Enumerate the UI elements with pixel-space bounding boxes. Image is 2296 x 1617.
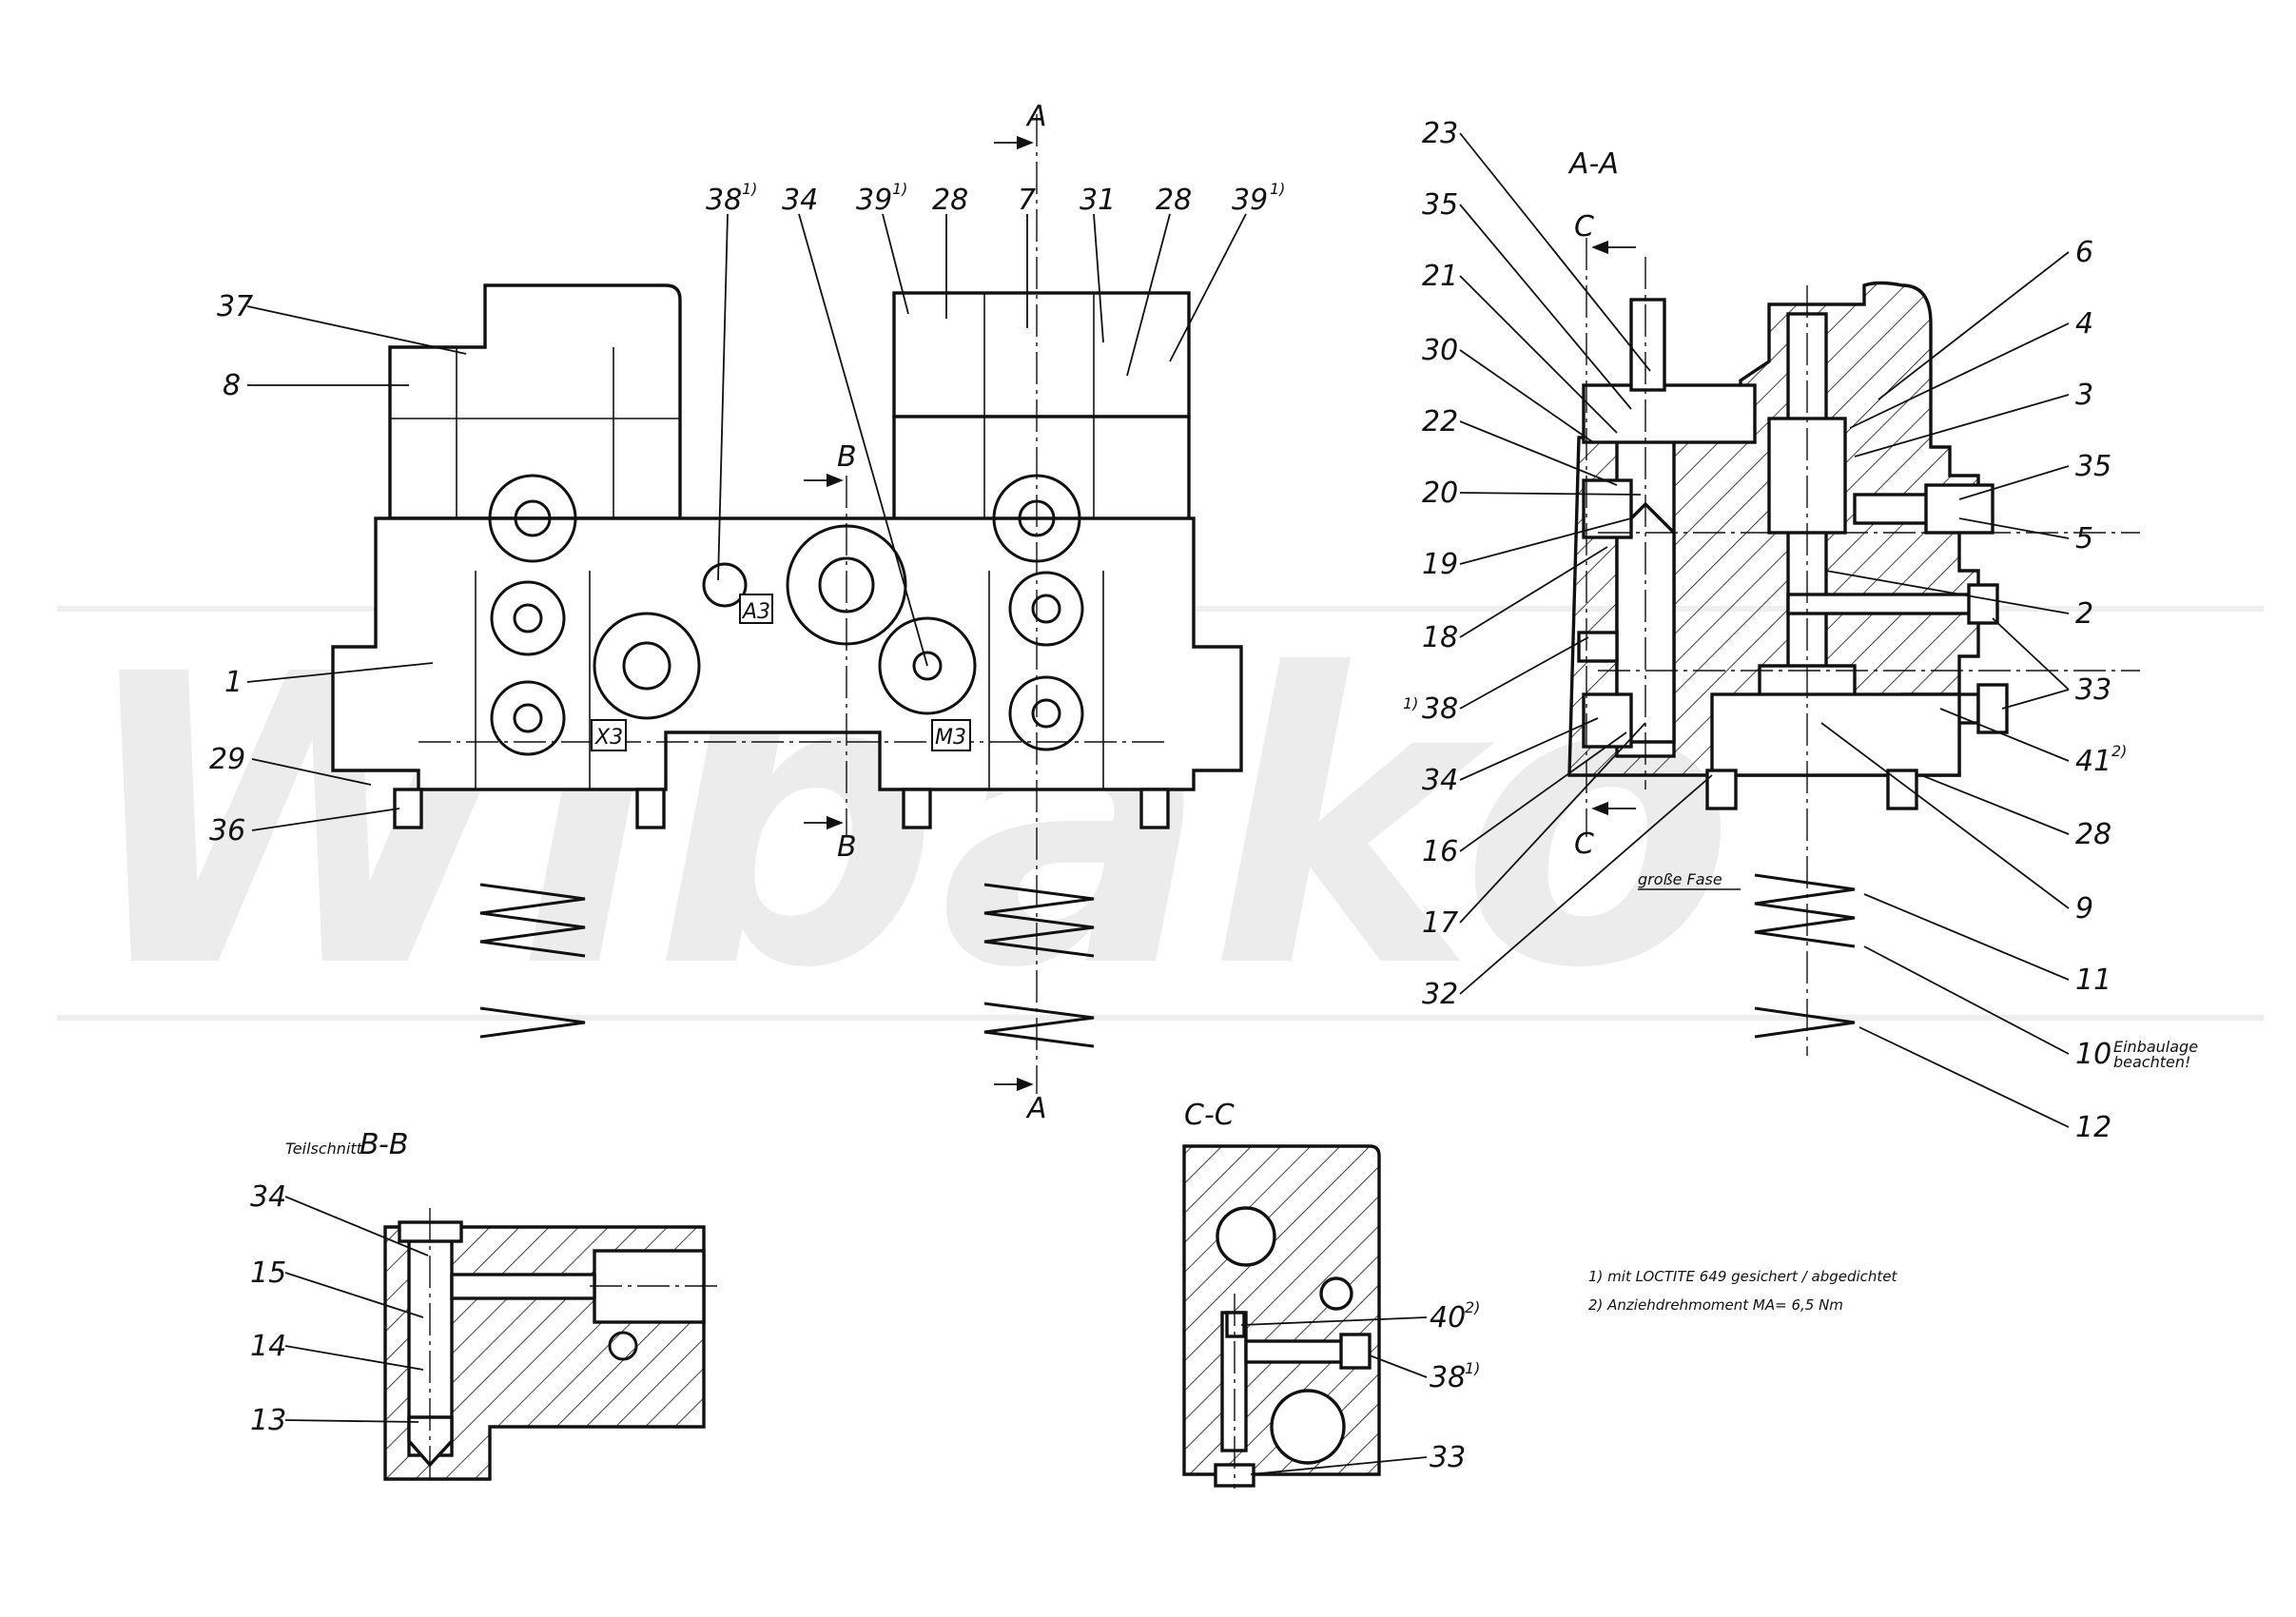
cut-marker-b-bottom: B — [837, 830, 857, 864]
drawing-notes: 1) mit LOCTITE 649 gesichert / abgedicht… — [1588, 1268, 1898, 1314]
bb-label-34: 34 — [250, 1180, 286, 1214]
label-36: 36 — [209, 814, 245, 847]
aa-label-41: 41 — [2075, 745, 2111, 778]
section-cc — [1182, 1144, 1381, 1489]
aa-label-38: 38 — [1422, 692, 1458, 726]
aa-label-35-right: 35 — [2075, 450, 2111, 483]
aa-label-11: 11 — [2075, 964, 2111, 997]
bb-label-15: 15 — [250, 1257, 286, 1290]
label-39-left: 39 — [856, 184, 892, 217]
label-39-right-note: 1) — [1270, 180, 1285, 198]
label-29: 29 — [209, 743, 245, 776]
aa-label-22: 22 — [1422, 405, 1458, 438]
label-1: 1 — [224, 666, 243, 699]
cover-left — [388, 283, 682, 520]
label-7: 7 — [1018, 184, 1036, 217]
label-28-right: 28 — [1156, 184, 1192, 217]
section-bb-prefix: Teilschnitt — [285, 1140, 363, 1158]
aa-label-6: 6 — [2075, 236, 2093, 269]
aa-label-28: 28 — [2075, 818, 2111, 851]
section-bb — [383, 1208, 723, 1484]
foot-2 — [635, 788, 666, 829]
cut-line-b: B B — [804, 440, 857, 864]
valve-body — [331, 516, 1243, 791]
aa-label-10-note-1: Einbaulage — [2113, 1038, 2198, 1056]
section-aa-labels-right: 6 4 3 35 5 2 33 41 2) 28 9 11 10 Einbaul… — [1638, 236, 2198, 1144]
cut-marker-c-top: C — [1574, 210, 1594, 244]
cover-right — [892, 291, 1191, 419]
label-34: 34 — [782, 184, 818, 217]
cut-marker-a-bottom: A — [1025, 1092, 1047, 1125]
front-view — [331, 114, 1243, 1094]
aa-label-12: 12 — [2075, 1111, 2111, 1144]
cut-line-c: C C — [1574, 210, 1636, 861]
aa-label-5: 5 — [2075, 522, 2093, 555]
cut-marker-c-bottom: C — [1574, 828, 1594, 861]
label-39-left-note: 1) — [892, 180, 907, 198]
bb-label-13: 13 — [250, 1404, 286, 1437]
cc-label-33: 33 — [1430, 1441, 1466, 1474]
aa-label-34: 34 — [1422, 764, 1458, 797]
label-8: 8 — [223, 369, 241, 402]
section-bb-title: B-B — [360, 1128, 408, 1161]
aa-label-grosse-fase: große Fase — [1638, 870, 1722, 888]
aa-label-38-note: 1) — [1403, 694, 1418, 712]
aa-label-30: 30 — [1422, 334, 1458, 367]
front-view-labels: 37 8 1 29 36 38 1) 34 39 1) 28 7 31 28 3… — [209, 180, 1285, 847]
cc-label-38-note: 1) — [1465, 1359, 1480, 1377]
cut-marker-b-top: B — [837, 440, 857, 474]
aa-label-33: 33 — [2075, 673, 2111, 707]
label-38: 38 — [706, 184, 742, 217]
aa-label-19: 19 — [1422, 548, 1458, 581]
aa-label-35-left: 35 — [1422, 188, 1458, 222]
cc-label-40-note: 2) — [1465, 1298, 1480, 1316]
aa-label-23: 23 — [1422, 117, 1458, 150]
note-2: 2) Anziehdrehmoment MA= 6,5 Nm — [1588, 1296, 1843, 1314]
port-m3: M3 — [935, 726, 966, 750]
aa-label-41-note: 2) — [2111, 742, 2127, 760]
port-x3: X3 — [594, 726, 623, 750]
section-cc-labels: 40 2) 38 1) 33 — [1240, 1298, 1480, 1475]
aa-label-16: 16 — [1422, 835, 1458, 868]
section-aa-labels-left: 23 35 21 30 22 20 19 18 38 1) 34 16 17 3… — [1403, 117, 1713, 1011]
cut-line-a: A A — [994, 100, 1047, 1125]
aa-label-17: 17 — [1422, 906, 1458, 940]
aa-label-10-note-2: beachten! — [2113, 1053, 2190, 1071]
section-cc-title: C-C — [1184, 1099, 1235, 1132]
cover-right-lower — [892, 415, 1191, 523]
aa-label-9: 9 — [2075, 892, 2093, 925]
aa-label-20: 20 — [1422, 477, 1458, 510]
label-31: 31 — [1080, 184, 1116, 217]
label-28-left: 28 — [932, 184, 968, 217]
cc-label-38: 38 — [1430, 1361, 1466, 1394]
aa-label-4: 4 — [2075, 307, 2093, 341]
aa-label-10: 10 — [2075, 1038, 2111, 1071]
port-a3: A3 — [741, 600, 770, 624]
label-39-right: 39 — [1232, 184, 1268, 217]
aa-label-32: 32 — [1422, 978, 1458, 1011]
section-bb-labels: 34 15 14 13 — [250, 1180, 429, 1437]
section-aa — [1567, 257, 2140, 1056]
label-37: 37 — [217, 290, 253, 323]
note-1: 1) mit LOCTITE 649 gesichert / abgedicht… — [1588, 1268, 1898, 1285]
aa-label-21: 21 — [1422, 260, 1458, 293]
foot-3 — [902, 788, 932, 829]
foot-4 — [1139, 788, 1170, 829]
label-38-note: 1) — [742, 180, 757, 198]
spring-right — [983, 883, 1095, 1048]
section-aa-title: A-A — [1567, 147, 1619, 181]
cut-marker-a-top: A — [1025, 100, 1047, 133]
bb-label-14: 14 — [250, 1330, 286, 1363]
cc-label-40: 40 — [1430, 1301, 1466, 1335]
spring-left — [479, 883, 586, 1039]
aa-label-3: 3 — [2075, 379, 2093, 412]
aa-label-18: 18 — [1422, 621, 1458, 654]
aa-label-2: 2 — [2075, 597, 2093, 631]
